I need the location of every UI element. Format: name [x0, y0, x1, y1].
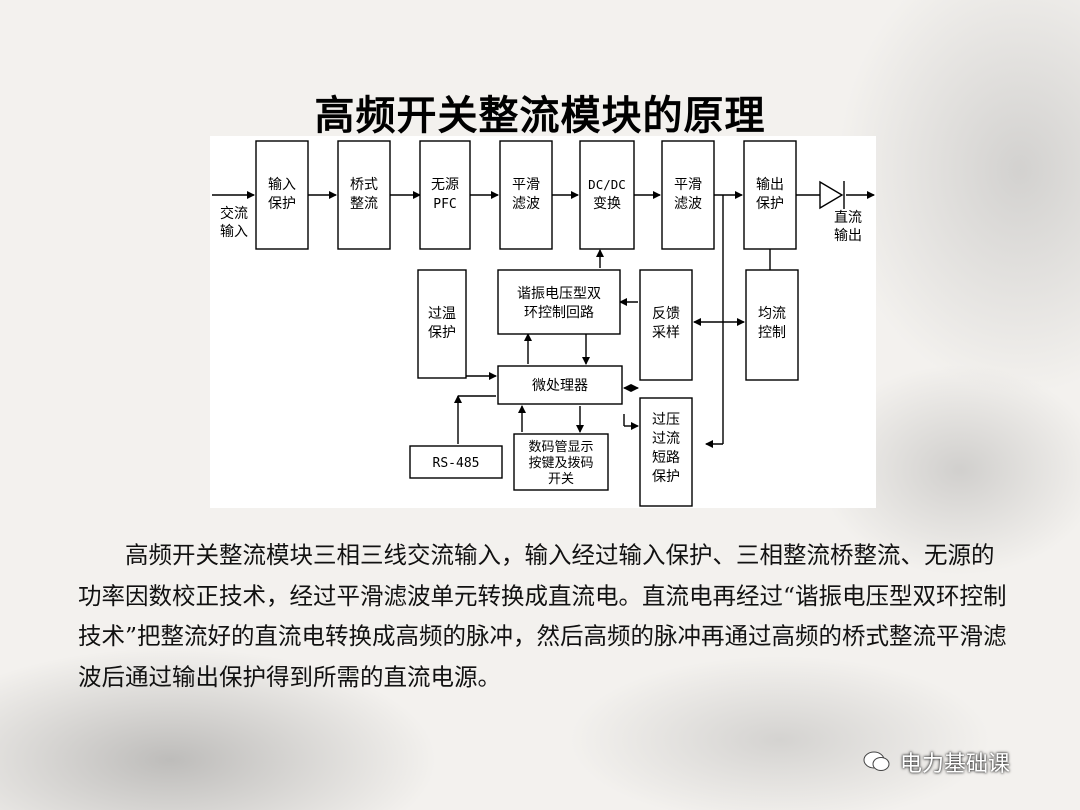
input-label-line1: 交流	[220, 205, 248, 222]
output-protect-line1: 输出	[756, 177, 784, 193]
output-protect-line2: 保护	[756, 196, 784, 212]
overtemp-line2: 保护	[428, 325, 456, 341]
feedback-line2: 采样	[652, 325, 680, 341]
overtemp-line1: 过温	[428, 306, 456, 322]
block-rs485	[409, 445, 503, 479]
watermark: 电力基础课	[862, 746, 1010, 778]
block-display	[513, 433, 609, 491]
mcu-label: 微处理器	[532, 378, 588, 394]
block-current-share	[745, 269, 799, 381]
block-output-protect	[743, 140, 797, 250]
diode-symbol	[819, 180, 845, 210]
block-input-protect	[255, 140, 309, 250]
output-label-line2: 输出	[834, 228, 862, 244]
display-line1: 数码管显示	[528, 440, 593, 455]
block-labels: 交流 输入 直流 输出 输入 保护 桥式 整流 无源 PFC 平滑 滤波 DC/…	[220, 176, 862, 487]
resonant-ctrl-line1: 谐振电压型双	[517, 286, 601, 302]
page-title: 高频开关整流模块的原理	[314, 91, 766, 139]
block-smooth-filter-1	[499, 140, 553, 250]
rs485-label: RS-485	[433, 456, 480, 471]
current-share-line2: 控制	[758, 325, 786, 341]
block-smooth-filter-2	[661, 140, 715, 250]
block-mcu	[497, 365, 623, 405]
current-share-line1: 均流	[758, 306, 786, 322]
block-diagram-svg: 交流 输入 直流 输出 输入 保护 桥式 整流 无源 PFC 平滑 滤波 DC/…	[212, 140, 875, 507]
block-passive-pfc	[419, 140, 471, 250]
pfc-line2: PFC	[433, 197, 456, 212]
ov-oc-sc-line4: 保护	[652, 469, 680, 485]
smooth-filter-1-line2: 滤波	[512, 196, 540, 212]
input-protect-line2: 保护	[268, 196, 296, 212]
dcdc-line1: DC/DC	[588, 177, 626, 192]
block-resonant-ctrl	[497, 269, 621, 335]
smooth-filter-1-line1: 平滑	[512, 176, 540, 193]
bridge-rectifier-line2: 整流	[350, 196, 378, 212]
input-label-line2: 输入	[220, 224, 248, 240]
display-line3: 开关	[548, 472, 574, 487]
block-diagram: 交流 输入 直流 输出 输入 保护 桥式 整流 无源 PFC 平滑 滤波 DC/…	[210, 136, 876, 508]
smooth-filter-2-line1: 平滑	[674, 176, 702, 193]
bridge-rectifier-line1: 桥式	[350, 177, 378, 193]
feedback-line1: 反馈	[652, 306, 680, 322]
pfc-line1: 无源	[431, 177, 459, 193]
blocks	[255, 140, 799, 507]
smooth-filter-2-line2: 滤波	[674, 196, 702, 212]
ov-oc-sc-line2: 过流	[652, 431, 680, 447]
block-dcdc	[579, 140, 635, 250]
resonant-ctrl-line2: 环控制回路	[524, 305, 594, 321]
watermark-text: 电力基础课	[900, 752, 1011, 777]
description-paragraph: 高频开关整流模块三相三线交流输入，输入经过输入保护、三相整流桥整流、无源的功率因…	[78, 541, 1007, 691]
block-overtemp	[417, 269, 467, 379]
chat-bubble-icon	[863, 751, 890, 771]
ov-oc-sc-line3: 短路	[652, 450, 680, 466]
ov-oc-sc-line1: 过压	[652, 412, 680, 428]
output-label-line1: 直流	[834, 209, 862, 226]
display-line2: 按键及拨码	[528, 456, 593, 471]
dcdc-line2: 变换	[593, 195, 621, 212]
input-protect-line1: 输入	[268, 177, 296, 193]
block-ov-oc-sc	[639, 397, 693, 507]
block-feedback	[639, 269, 693, 381]
block-bridge-rectifier	[337, 140, 391, 250]
